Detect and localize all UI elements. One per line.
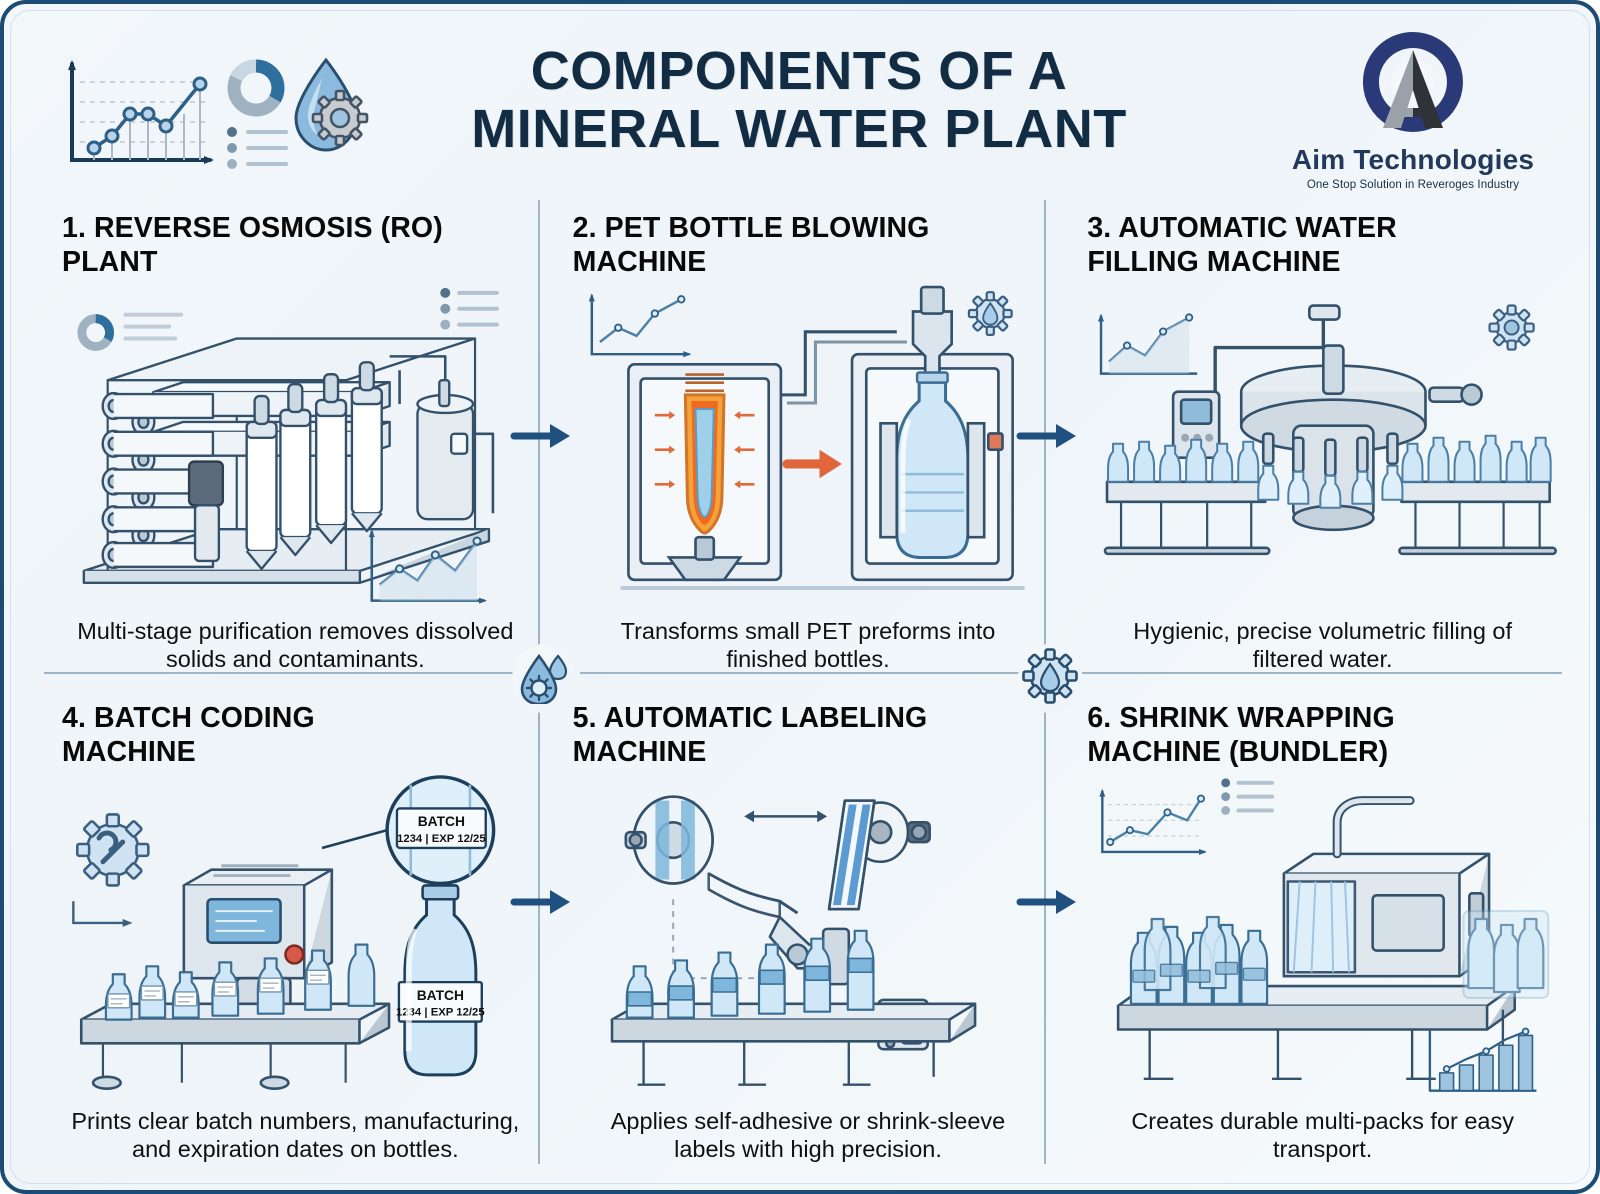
aim-technologies-mark xyxy=(1362,32,1463,132)
divider-vertical-1 xyxy=(538,200,540,654)
bottle-batch-title: BATCH xyxy=(417,987,464,1003)
bottle-group-filling xyxy=(1257,464,1404,510)
bidirectional-arrow-icon xyxy=(743,810,827,823)
panel-3-illustration xyxy=(1087,281,1558,616)
divider-badge-drop xyxy=(512,644,576,713)
bottle-group-right xyxy=(1401,434,1552,484)
callout-batch-detail: 1234 | EXP 12/25 xyxy=(397,833,486,845)
bar-chart-icon xyxy=(1429,1027,1537,1093)
divider-horizontal-3 xyxy=(1082,672,1562,674)
panel-4-illustration: BATCH 1234 | EXP 12/25 BATCH 1234 | EXP … xyxy=(62,771,529,1106)
panel-2-illustration xyxy=(573,281,1044,616)
title-line-2: MINERAL WATER PLANT xyxy=(471,99,1127,160)
divider-horizontal-1 xyxy=(44,672,520,674)
divider-horizontal-2 xyxy=(580,672,1020,674)
list-icon xyxy=(1221,778,1275,816)
batch-label-callout: BATCH 1234 | EXP 12/25 xyxy=(321,775,496,886)
transfer-arrow-icon xyxy=(782,449,842,479)
gear-water-drop-icon xyxy=(1022,648,1078,704)
panel-1-caption: Multi-stage purification removes dissolv… xyxy=(77,617,514,673)
gear-water-drop-icon xyxy=(967,291,1013,337)
ro-skid-machine xyxy=(82,337,495,585)
list-icon xyxy=(440,288,499,330)
poster-header: COMPONENTS OF A MINERAL WATER PLANT Aim … xyxy=(4,4,1596,194)
poster-title: COMPONENTS OF A MINERAL WATER PLANT xyxy=(384,42,1214,159)
list-icon xyxy=(227,127,288,169)
panel-6-caption: Creates durable multi-packs for easy tra… xyxy=(1131,1107,1515,1163)
gear-icon xyxy=(1488,304,1536,351)
donut-chart-icon xyxy=(77,314,115,352)
line-chart-icon xyxy=(588,293,692,358)
line-chart-icon xyxy=(1099,789,1208,856)
water-drop-gear-icon xyxy=(520,653,568,706)
panel-grid: 1. REVERSE OSMOSIS (RO)PLANT xyxy=(32,194,1576,1174)
decoration-top-left xyxy=(50,48,370,183)
flow-arrow-5-to-6 xyxy=(1016,890,1076,914)
panel-1-illustration xyxy=(62,281,529,616)
flow-arrow-2-to-3 xyxy=(1016,424,1076,448)
panel-1-heading: 1. REVERSE OSMOSIS (RO)PLANT xyxy=(62,212,443,278)
panel-reverse-osmosis-plant: 1. REVERSE OSMOSIS (RO)PLANT xyxy=(32,194,547,684)
divider-vertical-3 xyxy=(538,704,540,1164)
label-reel-left xyxy=(624,795,714,886)
donut-chart-icon xyxy=(227,59,285,117)
flow-arrow-1-to-2 xyxy=(510,424,570,448)
panel-5-caption: Applies self-adhesive or shrink-sleeve l… xyxy=(610,1107,1006,1163)
divider-vertical-4 xyxy=(1044,704,1046,1164)
panel-2-caption: Transforms small PET preforms into finis… xyxy=(620,617,996,673)
divider-badge-gear xyxy=(1018,644,1082,713)
line-chart-icon xyxy=(1098,313,1198,376)
reference-bottle: BATCH 1234 | EXP 12/25 xyxy=(396,884,485,1077)
flow-arrow-4-to-5 xyxy=(510,890,570,914)
pet-preform xyxy=(683,373,726,535)
panel-5-illustration xyxy=(573,771,1044,1106)
bottle-batch-detail: 1234 | EXP 12/25 xyxy=(396,1007,485,1019)
finished-bottle xyxy=(894,371,970,560)
company-logo: Aim Technologies One Stop Solution in Re… xyxy=(1278,32,1548,191)
panel-4-caption: Prints clear batch numbers, manufacturin… xyxy=(71,1107,520,1163)
gear-wrench-icon xyxy=(72,813,150,928)
divider-vertical-2 xyxy=(1044,200,1046,654)
water-drop-gear-icon xyxy=(294,57,369,152)
line-chart-icon xyxy=(368,529,487,604)
panel-3-caption: Hygienic, precise volumetric filling of … xyxy=(1133,617,1513,673)
title-line-1: COMPONENTS OF A xyxy=(530,41,1068,101)
list-icon xyxy=(123,312,184,341)
callout-batch-title: BATCH xyxy=(418,813,465,829)
logo-company-name: Aim Technologies xyxy=(1291,144,1535,175)
label-reel-right xyxy=(827,799,931,911)
logo-tagline: One Stop Solution in Reveroges Industry xyxy=(1306,179,1520,191)
panel-6-illustration xyxy=(1087,771,1558,1106)
line-chart-icon xyxy=(68,60,214,164)
bottle-group-left xyxy=(1107,438,1260,484)
